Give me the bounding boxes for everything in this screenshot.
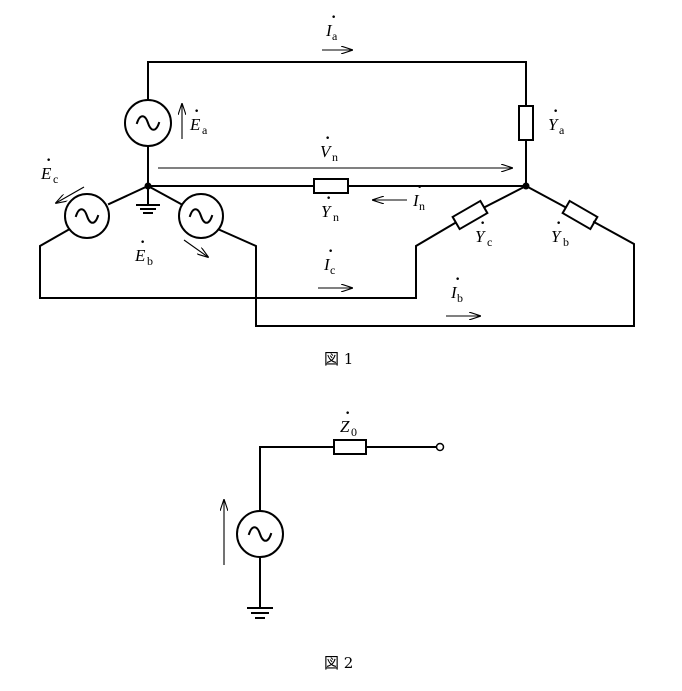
svg-text:·: · — [331, 9, 336, 26]
figure-1: · I a · E a · Y a · V n · E c · I n — [39, 9, 635, 368]
svg-text:·: · — [326, 190, 331, 207]
wire-phase-b — [218, 184, 635, 327]
wire-phase-a — [147, 61, 527, 187]
svg-text:·: · — [480, 215, 485, 232]
label-z0-main: Z — [340, 417, 350, 436]
label-yc: · Y c — [475, 215, 492, 249]
label-ya-main: Y — [548, 115, 559, 134]
ground-symbol-2 — [247, 607, 273, 619]
label-eb-sub: b — [147, 254, 153, 268]
svg-text:·: · — [328, 243, 333, 260]
caption-figure-2: 図 2 — [324, 654, 353, 672]
label-ya: · Y a — [548, 103, 565, 137]
svg-text:·: · — [556, 215, 561, 232]
svg-text:·: · — [345, 405, 350, 422]
source-ec — [64, 184, 150, 239]
source-ea — [124, 99, 172, 147]
label-ec-sub: c — [53, 172, 58, 186]
caption-figure-1: 図 1 — [324, 350, 353, 368]
label-yc-main: Y — [475, 227, 486, 246]
svg-text:·: · — [455, 271, 460, 288]
label-ib-main: I — [450, 283, 458, 302]
arrow-eb — [183, 239, 208, 257]
label-yb-sub: b — [563, 235, 569, 249]
admittance-yb — [561, 199, 599, 231]
label-eb-main: E — [134, 246, 146, 265]
label-yn-sub: n — [333, 210, 339, 224]
label-yb-main: Y — [551, 227, 562, 246]
source-figure-2 — [236, 510, 284, 558]
label-ia-main: I — [325, 21, 333, 40]
svg-text:·: · — [553, 103, 558, 120]
label-ib-sub: b — [457, 291, 463, 305]
wire-figure-2 — [259, 446, 438, 609]
admittance-yc — [451, 199, 489, 231]
label-in: · I n — [412, 179, 425, 213]
label-ic: · I c — [323, 243, 335, 277]
wire-phase-c — [39, 184, 528, 299]
source-eb — [146, 184, 224, 239]
label-vn-sub: n — [332, 150, 338, 164]
label-ic-sub: c — [330, 263, 335, 277]
label-vn: · V n — [320, 130, 338, 164]
impedance-z0 — [333, 439, 367, 455]
label-ea: · E a — [189, 103, 208, 137]
label-ya-sub: a — [559, 123, 565, 137]
label-vn-main: V — [320, 142, 333, 161]
label-ia: · I a — [325, 9, 338, 43]
label-yn: · Y n — [321, 190, 339, 224]
label-yc-sub: c — [487, 235, 492, 249]
label-ec-main: E — [40, 164, 52, 183]
label-ea-main: E — [189, 115, 201, 134]
label-eb: · E b — [134, 234, 153, 268]
svg-text:·: · — [194, 103, 199, 120]
svg-text:·: · — [140, 234, 145, 251]
output-terminal — [435, 442, 445, 452]
label-ea-sub: a — [202, 123, 208, 137]
admittance-yn — [313, 178, 349, 194]
label-ib: · I b — [450, 271, 463, 305]
label-yb: · Y b — [551, 215, 569, 249]
label-ic-main: I — [323, 255, 331, 274]
label-ec: · E c — [40, 152, 58, 186]
admittance-ya — [518, 105, 534, 141]
svg-text:·: · — [417, 179, 422, 196]
label-in-sub: n — [419, 199, 425, 213]
arrow-ec — [56, 186, 85, 203]
label-z0-sub: 0 — [351, 425, 357, 439]
label-ia-sub: a — [332, 29, 338, 43]
svg-text:·: · — [46, 152, 51, 169]
label-yn-main: Y — [321, 202, 332, 221]
label-z0: · Z 0 — [340, 405, 357, 439]
ground-symbol-1 — [136, 185, 160, 214]
svg-text:·: · — [325, 130, 330, 147]
figure-2: · Z 0 図 2 — [224, 405, 445, 672]
label-in-main: I — [412, 191, 420, 210]
